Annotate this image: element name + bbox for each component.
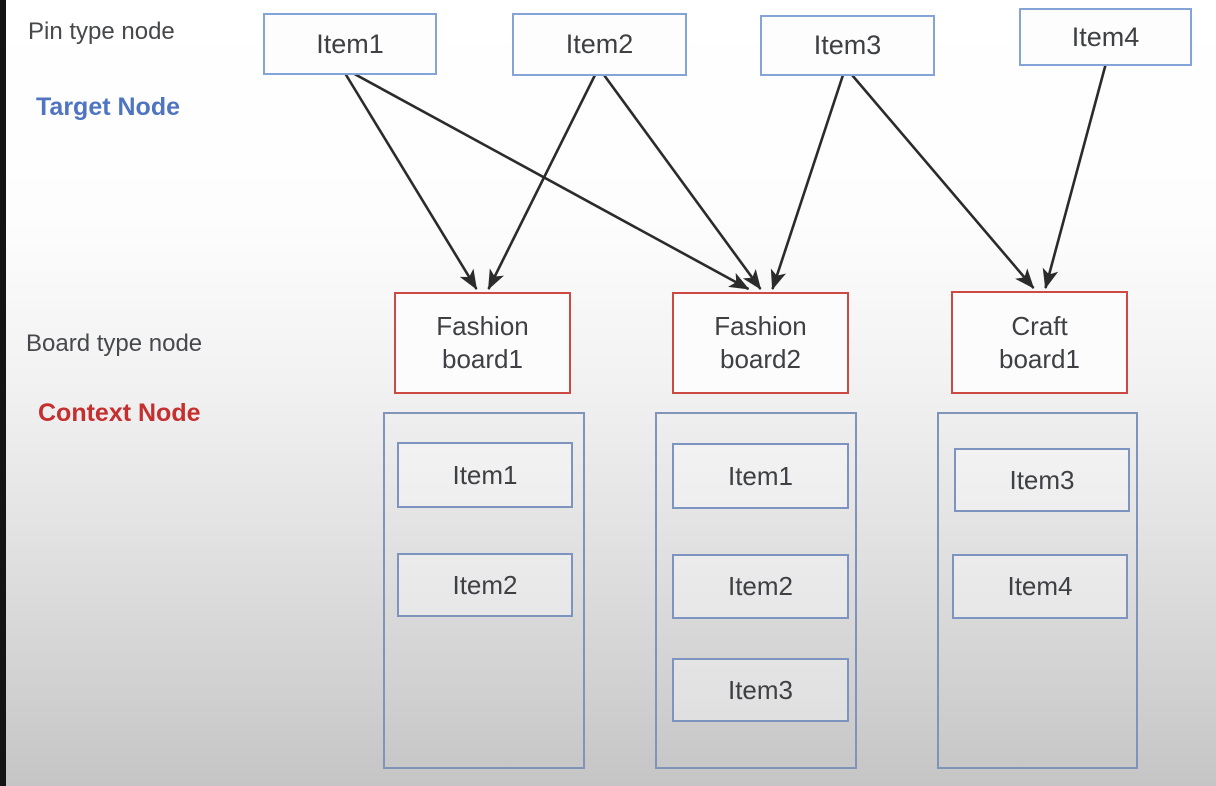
edge-item4-to-craft-board1: [1042, 64, 1107, 289]
target-node-label: Target Node: [36, 93, 180, 121]
board-node-craft-board1: Craft board1: [951, 291, 1128, 394]
edge-item1-to-fashion-board1: [344, 73, 478, 290]
context-item: Item2: [397, 553, 573, 617]
pin-node-item2: Item2: [512, 13, 687, 76]
board-type-node-label: Board type node: [26, 330, 203, 357]
context-item: Item1: [397, 442, 573, 508]
left-letterbox-strip: [0, 0, 6, 786]
context-item: Item2: [672, 554, 849, 619]
context-container-craft-board1: Item3 Item4: [937, 412, 1138, 769]
pin-type-node-label: Pin type node: [28, 18, 175, 45]
edge-item2-to-fashion-board1: [487, 74, 597, 290]
context-item: Item3: [672, 658, 849, 722]
edge-item2-to-fashion-board2: [602, 74, 762, 290]
edge-item3-to-fashion-board2: [770, 74, 845, 290]
board-node-fashion-board2: Fashion board2: [672, 292, 849, 394]
context-item: Item3: [954, 448, 1130, 512]
context-container-fashion-board1: Item1 Item2: [383, 412, 585, 769]
context-item: Item1: [672, 443, 849, 509]
pin-node-item4: Item4: [1019, 8, 1192, 66]
pin-node-item3: Item3: [760, 15, 935, 76]
context-container-fashion-board2: Item1 Item2 Item3: [655, 412, 857, 769]
pin-node-item1: Item1: [263, 13, 437, 75]
edge-item3-to-craft-board1: [851, 74, 1035, 289]
context-item: Item4: [952, 554, 1128, 619]
board-node-fashion-board1: Fashion board1: [394, 292, 571, 394]
edge-item1-to-fashion-board2: [353, 72, 750, 291]
context-node-label: Context Node: [38, 399, 201, 427]
